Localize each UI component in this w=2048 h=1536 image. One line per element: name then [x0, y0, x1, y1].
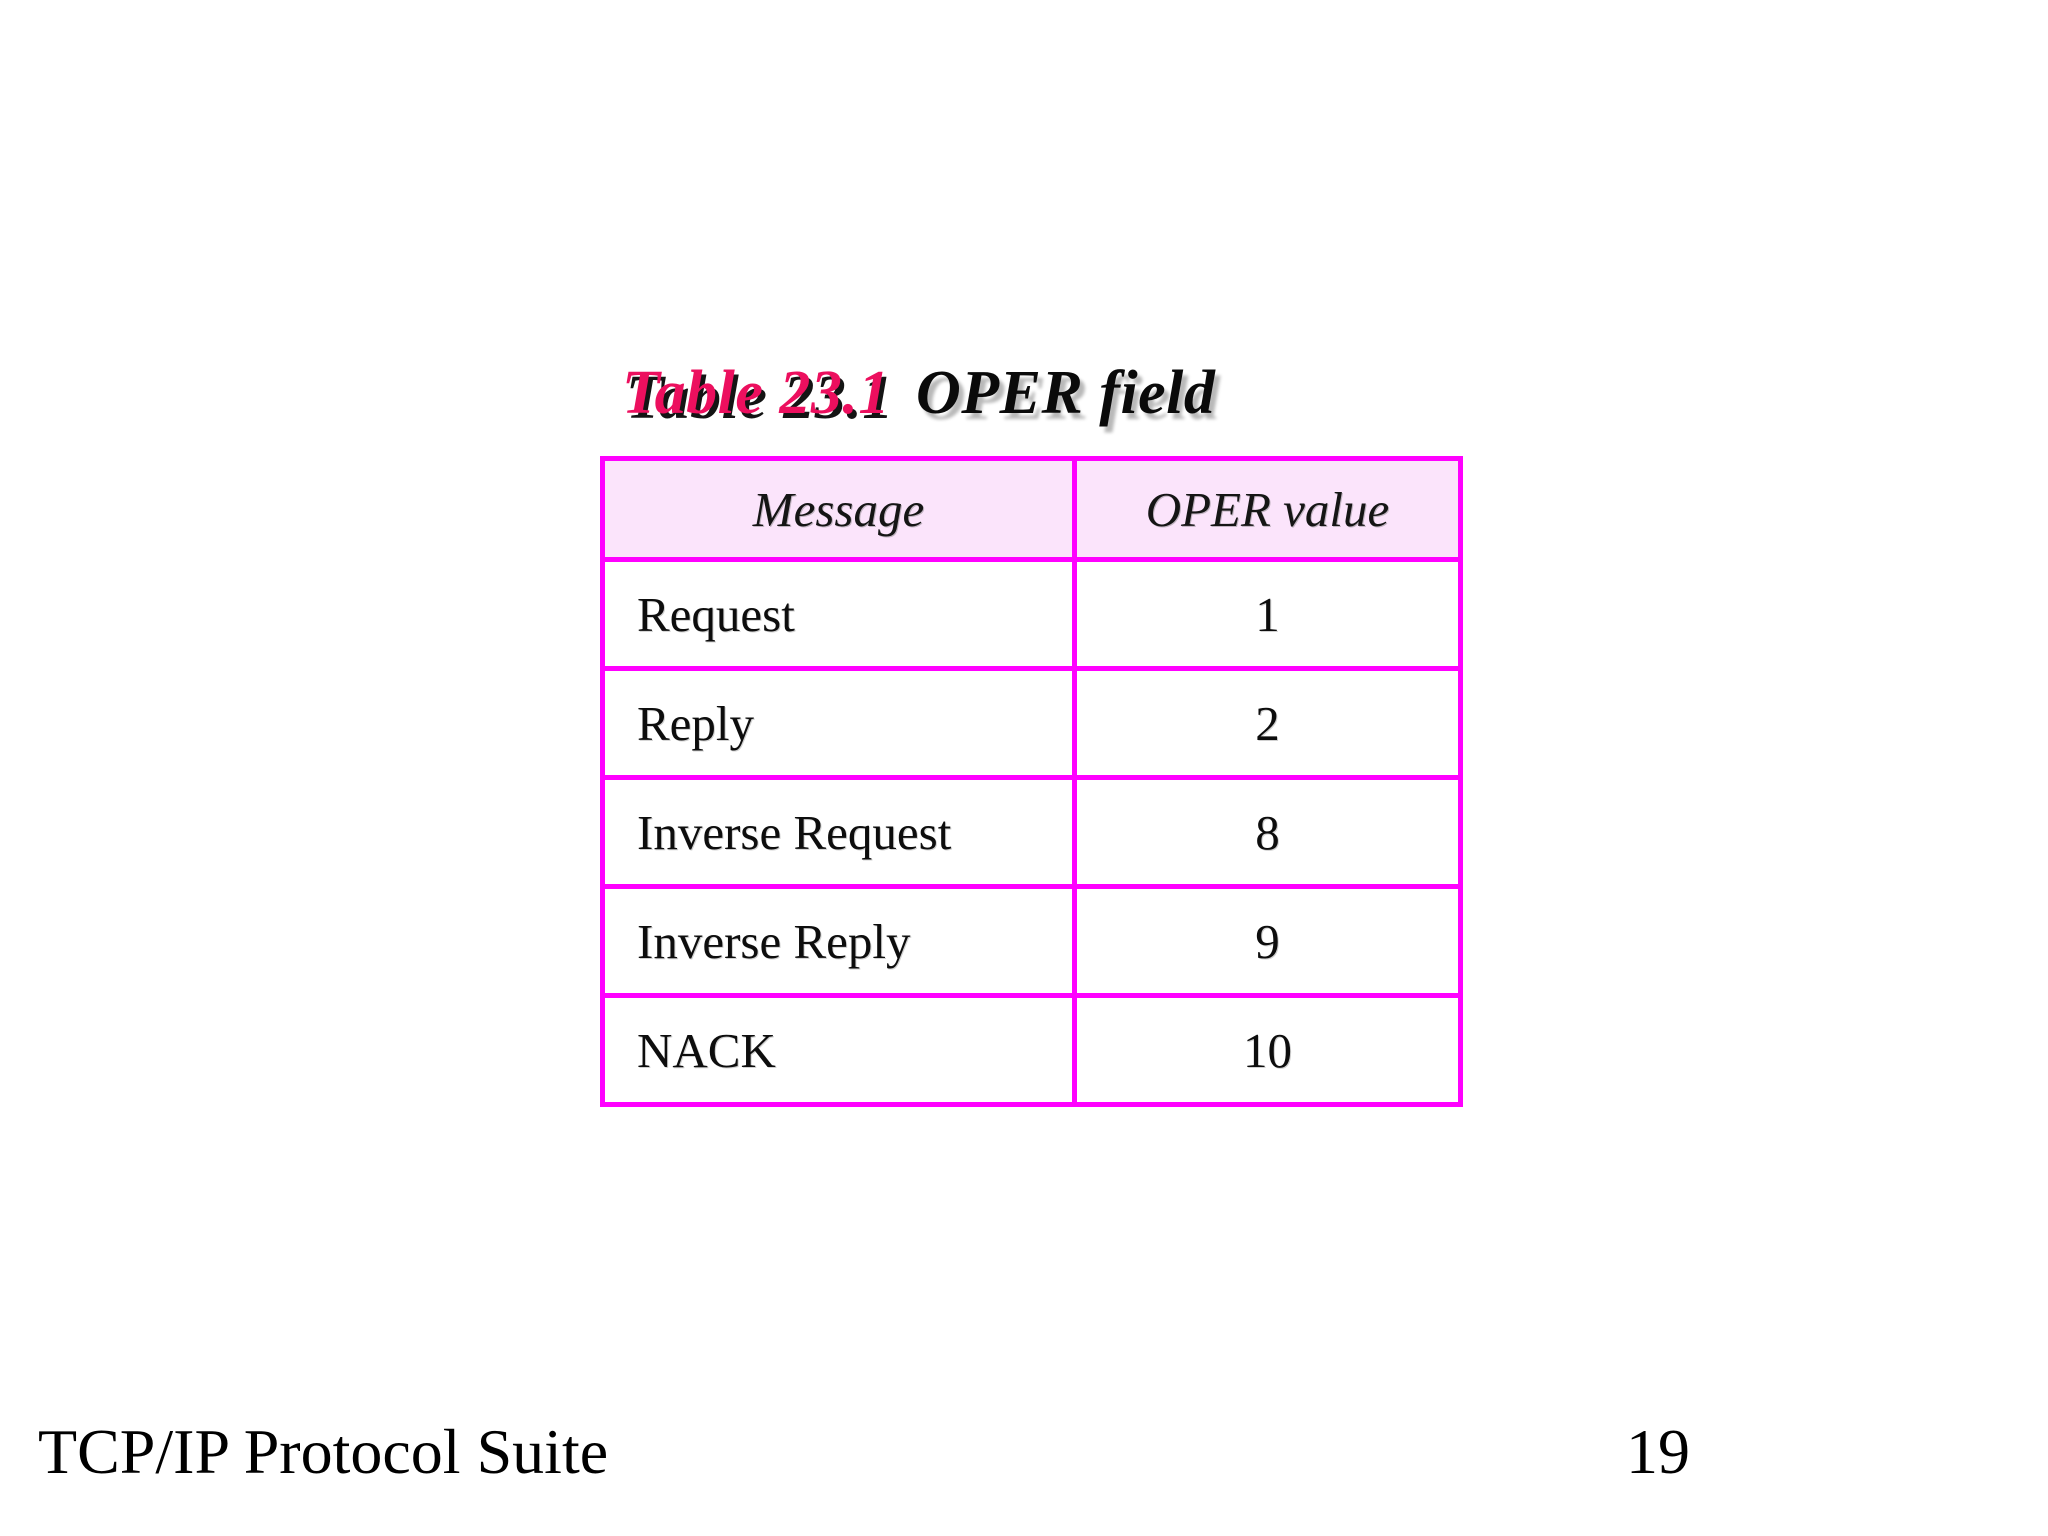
- table-row: NACK 10: [600, 993, 1463, 1107]
- table-header-row: Message OPER value: [600, 456, 1463, 562]
- table-header: Message OPER value: [600, 456, 1463, 562]
- table-row: Inverse Reply 9: [600, 884, 1463, 998]
- footer-page-number: 19: [1626, 1416, 1690, 1487]
- table-row: Reply 2: [600, 666, 1463, 780]
- table-row: Inverse Request 8: [600, 775, 1463, 889]
- oper-field-table: Message OPER value Request 1 Reply 2 Inv…: [600, 456, 1463, 1107]
- cell-oper-value: 1: [1072, 557, 1463, 671]
- cell-message: Request: [600, 557, 1077, 671]
- cell-message: Reply: [600, 666, 1077, 780]
- table-body: Request 1 Reply 2 Inverse Request 8 Inve…: [600, 557, 1463, 1107]
- footer-book-title: TCP/IP Protocol Suite: [38, 1416, 609, 1487]
- title-table-name: OPER field: [915, 359, 1216, 427]
- title-table-number: Table 23.1: [622, 359, 890, 427]
- cell-oper-value: 2: [1072, 666, 1463, 780]
- cell-oper-value: 10: [1072, 993, 1463, 1107]
- table-row: Request 1: [600, 557, 1463, 671]
- cell-message: Inverse Request: [600, 775, 1077, 889]
- cell-oper-value: 9: [1072, 884, 1463, 998]
- cell-message: Inverse Reply: [600, 884, 1077, 998]
- page-title: Table 23.1 OPER field: [622, 362, 1215, 424]
- column-header-message: Message: [600, 456, 1077, 562]
- cell-oper-value: 8: [1072, 775, 1463, 889]
- column-header-oper-value: OPER value: [1072, 456, 1463, 562]
- cell-message: NACK: [600, 993, 1077, 1107]
